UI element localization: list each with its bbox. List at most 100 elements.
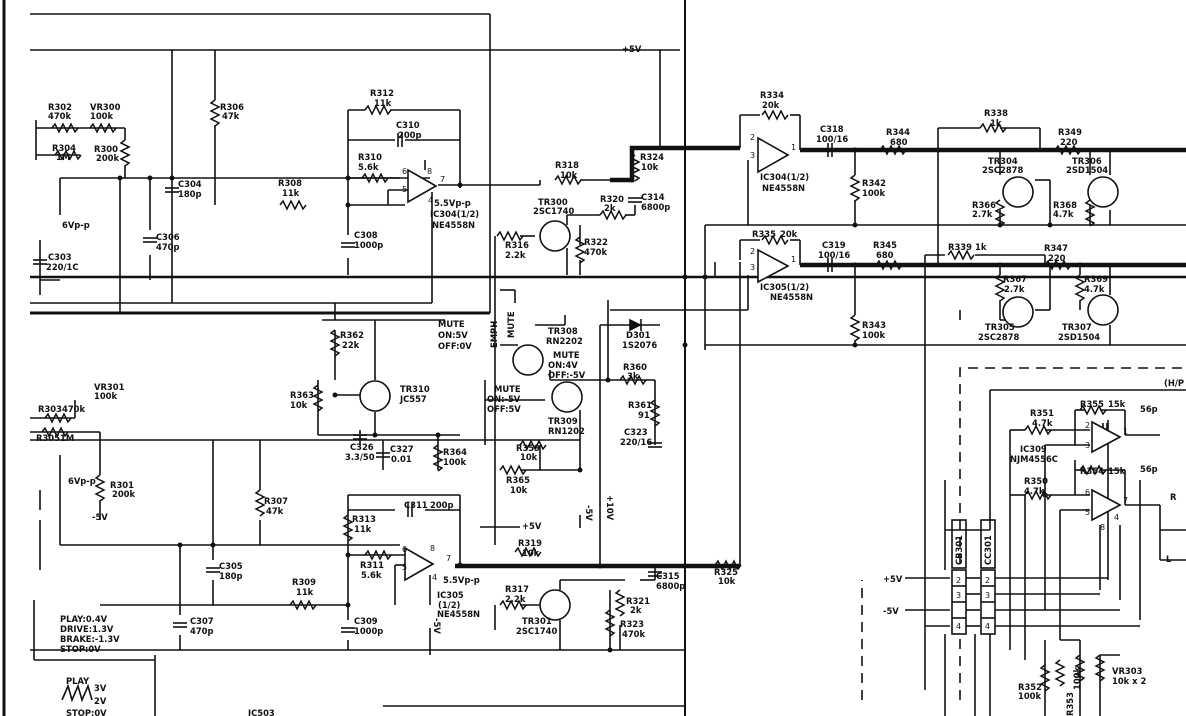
label-r342: R342 bbox=[862, 178, 886, 188]
label-tr304: TR304 bbox=[988, 156, 1018, 166]
value-c306: 470p bbox=[156, 242, 179, 252]
cc301-pin-3: 3 bbox=[985, 591, 990, 600]
note-2v: 2V bbox=[94, 696, 107, 706]
label-c315: C315 bbox=[656, 571, 680, 581]
label-r307: R307 bbox=[264, 496, 288, 506]
value-vr300: 100k bbox=[90, 111, 113, 121]
pin-ic305b-1: 1 bbox=[791, 255, 796, 264]
pin-ic309-4: 4 bbox=[1114, 513, 1119, 522]
opamp-symbols bbox=[404, 136, 1122, 582]
value-r365: 10k bbox=[510, 485, 528, 495]
diode-symbol bbox=[629, 318, 642, 332]
label-r322: R322 bbox=[584, 237, 608, 247]
connector-pin-labels: 2 3 4 2 3 4 bbox=[956, 576, 990, 631]
part-tr301: 2SC1740 bbox=[516, 626, 557, 636]
value-r369: 4.7k bbox=[1084, 284, 1105, 294]
value-c310: 200p bbox=[398, 130, 421, 140]
value-r302: 470k bbox=[48, 111, 71, 121]
note-mute3-off: OFF:5V bbox=[487, 404, 521, 414]
label-tr308: TR308 bbox=[548, 326, 578, 336]
cb301-pin-3: 3 bbox=[956, 591, 961, 600]
value-r360: 3k bbox=[627, 371, 639, 381]
value-r325: 10k bbox=[718, 576, 736, 586]
label-vr301: VR301 bbox=[94, 382, 125, 392]
label-r363: R363 bbox=[290, 390, 314, 400]
value-r366: 2.7k bbox=[972, 209, 993, 219]
value-c308: 1000p bbox=[354, 240, 383, 250]
value-r363: 10k bbox=[290, 400, 308, 410]
label-r325: R325 bbox=[714, 567, 738, 577]
label-r360: R360 bbox=[623, 362, 647, 372]
ic309-part: NJM4556C bbox=[1010, 454, 1058, 464]
ic305b-part: NE4558N bbox=[437, 609, 480, 619]
label-c327: C327 bbox=[390, 444, 414, 454]
note-mute2-on: ON:4V bbox=[548, 360, 578, 370]
value-r361: 91 bbox=[638, 410, 650, 420]
pin-ic304a-7: 7 bbox=[440, 175, 445, 184]
pin-ic305a-4: 4 bbox=[432, 573, 437, 582]
label-r321: R321 bbox=[626, 596, 650, 606]
label-c314: C314 bbox=[641, 192, 665, 202]
pin-ic304b-3: 3 bbox=[750, 151, 755, 160]
label-c306: C306 bbox=[156, 232, 180, 242]
ic305b-name: IC305 bbox=[437, 590, 464, 600]
note-r-cut: R bbox=[1170, 492, 1177, 502]
value-r343: 100k bbox=[862, 330, 885, 340]
label-r311: R311 bbox=[360, 560, 384, 570]
note-mode-brake: BRAKE:-1.3V bbox=[60, 634, 120, 644]
note-mute-vertical: MUTE bbox=[506, 311, 516, 338]
label-r334: R334 bbox=[760, 90, 784, 100]
value-r359: 10k bbox=[520, 452, 538, 462]
note-3v: 3V bbox=[94, 683, 107, 693]
cb301-pin-2: 2 bbox=[956, 576, 961, 585]
label-r352: R352 bbox=[1018, 682, 1042, 692]
label-c319: C319 bbox=[822, 240, 846, 250]
note-mute1-off: OFF:0V bbox=[438, 341, 472, 351]
label-r306: R306 bbox=[220, 102, 244, 112]
label-r320: R320 bbox=[600, 194, 624, 204]
note-hp: (H/P bbox=[1164, 378, 1184, 388]
ic305a-name: IC305(1/2) bbox=[760, 282, 809, 292]
label-r309: R309 bbox=[292, 577, 316, 587]
part-tr306: 2SD1504 bbox=[1066, 165, 1108, 175]
label-r366: R366 bbox=[972, 200, 996, 210]
pin-ic305b-2: 2 bbox=[750, 247, 755, 256]
label-c305: C305 bbox=[219, 561, 243, 571]
rail-plus5v-mid: +5V bbox=[522, 521, 542, 531]
pin-ic309-8: 8 bbox=[1100, 523, 1105, 532]
value-r354: 15k bbox=[1108, 466, 1126, 476]
pin-ic305a-5: 5 bbox=[402, 563, 407, 572]
label-c303: C303 bbox=[48, 252, 72, 262]
label-r369: R369 bbox=[1084, 274, 1108, 284]
value-r310: 5.6k bbox=[358, 162, 379, 172]
label-r365: R365 bbox=[506, 475, 530, 485]
label-tr309: TR309 bbox=[548, 416, 578, 426]
note-ic503: IC503 bbox=[248, 708, 275, 716]
label-r312: R312 bbox=[370, 88, 394, 98]
ic305b-half: (1/2) bbox=[438, 600, 461, 610]
rail-minus5v-right: -5V bbox=[883, 606, 899, 616]
label-r362: R362 bbox=[340, 330, 364, 340]
value-r342: 100k bbox=[862, 188, 885, 198]
value-c326: 3.3/50 bbox=[345, 452, 375, 462]
label-r323: R323 bbox=[620, 619, 644, 629]
value-c315: 6800p bbox=[656, 581, 685, 591]
ic-labels: 5.5Vp-p IC304(1/2) NE4558N IC304(1/2) NE… bbox=[430, 172, 1058, 619]
pin-ic309-6: 6 bbox=[1085, 488, 1090, 497]
pin-ic304a-8: 8 bbox=[427, 167, 432, 176]
value-vr301: 100k bbox=[94, 391, 117, 401]
value-r322: 470k bbox=[584, 247, 607, 257]
value-r353: 100k bbox=[1072, 667, 1082, 690]
label-tr310: TR310 bbox=[400, 384, 430, 394]
value-r301: 200k bbox=[112, 489, 135, 499]
value-r355: 15k bbox=[1108, 399, 1126, 409]
label-c323: C323 bbox=[624, 427, 648, 437]
pin-ic309-1: 1 bbox=[1123, 427, 1128, 436]
cc301-pin-4: 4 bbox=[985, 622, 990, 631]
value-r316: 2.2k bbox=[505, 250, 526, 260]
label-tr307: TR307 bbox=[1062, 322, 1092, 332]
label-r303: R303 bbox=[38, 404, 62, 414]
label-r359: R359 bbox=[516, 443, 540, 453]
pin-ic309-2: 2 bbox=[1085, 421, 1090, 430]
label-r338: R338 bbox=[984, 108, 1008, 118]
